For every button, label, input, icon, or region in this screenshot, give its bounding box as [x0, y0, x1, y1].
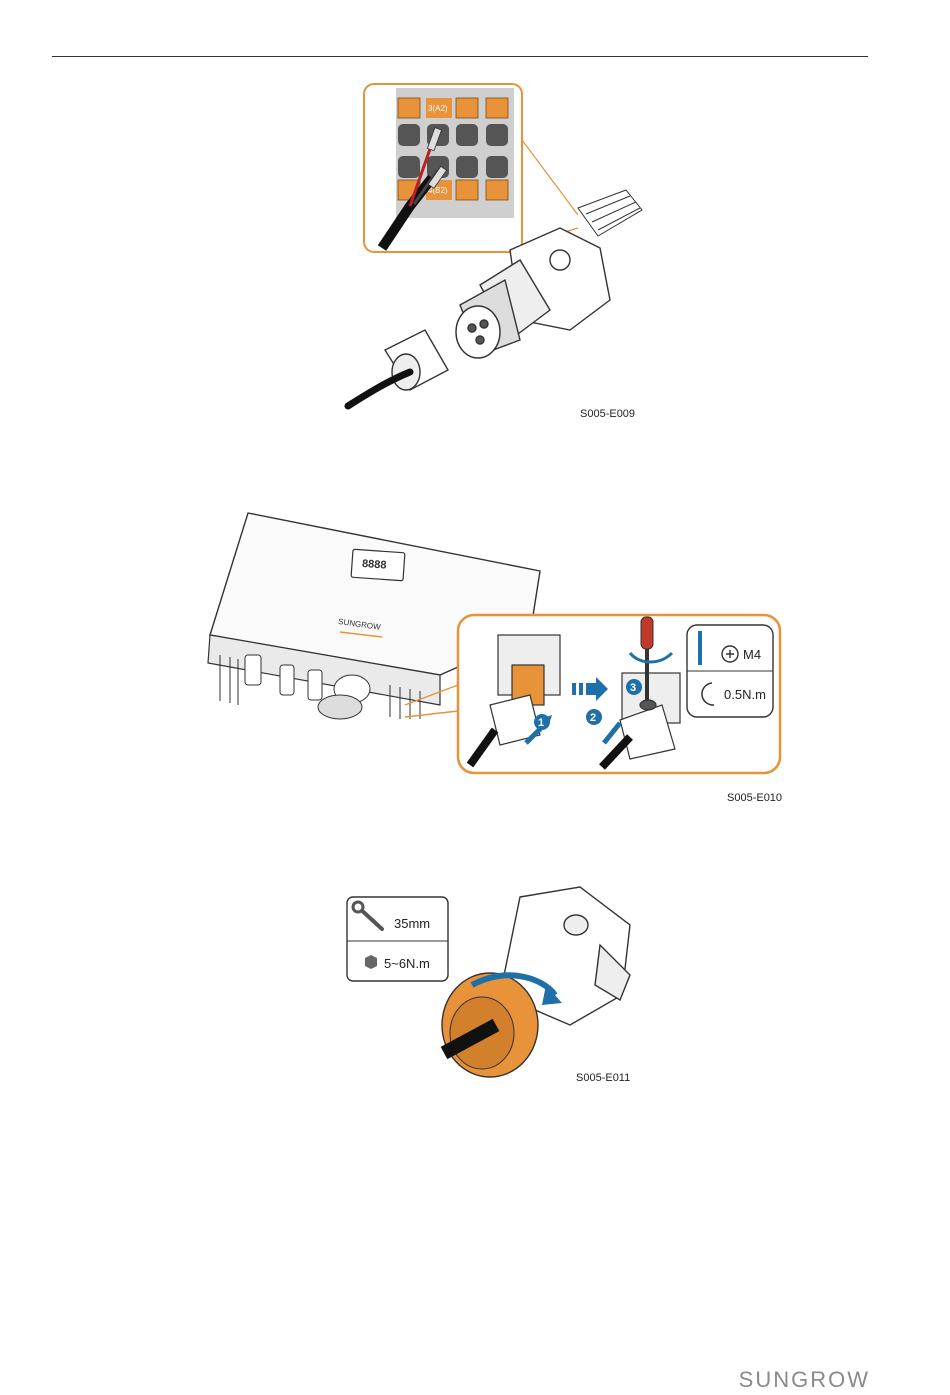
figure-code-e010: S005-E010 [727, 792, 782, 804]
screw-torque: 0.5N.m [724, 687, 766, 702]
footer-logo: SUNGROW [739, 1367, 870, 1393]
step-2-badge: 2 [590, 712, 596, 724]
header-rule [52, 56, 868, 57]
figure-code-e009: S005-E009 [580, 408, 635, 420]
display-text: 8888 [362, 558, 387, 572]
screw-spec-box: M4 0.5N.m [687, 625, 773, 717]
figure-code-e011: S005-E011 [576, 1072, 630, 1084]
gland-torque: 5~6N.m [384, 956, 430, 971]
screw-size: M4 [743, 647, 761, 662]
wrench-spec-box: 35mm 5~6N.m [347, 897, 448, 981]
figure-inverter-install: 8888 SUNGROW 1 [190, 505, 790, 810]
figure-connector-wiring: 3(A2) 4(B2) S005-E009 [330, 80, 660, 420]
terminal-label-a2: 3(A2) [428, 104, 448, 113]
step-3-badge: 3 [630, 682, 636, 694]
figure-gland-tighten: 35mm 5~6N.m S005-E011 [340, 885, 640, 1090]
terminal-plug [578, 190, 642, 236]
step-1-badge: 1 [538, 717, 544, 729]
wrench-size: 35mm [394, 916, 430, 931]
